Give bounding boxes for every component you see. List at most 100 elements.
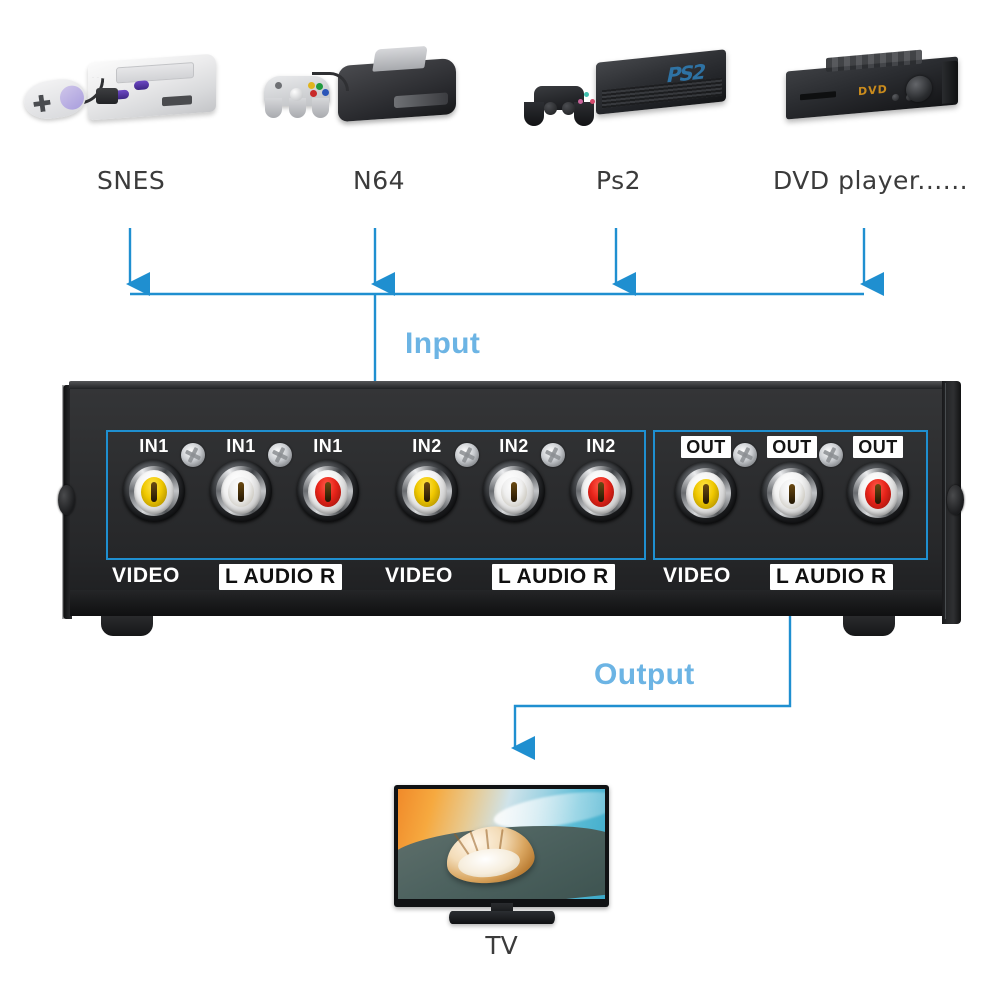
- box-foot-left: [101, 616, 153, 636]
- snes-dpad-icon: [32, 94, 51, 113]
- rca-jack-red[interactable]: [570, 460, 632, 522]
- rca-jack-red[interactable]: [847, 462, 909, 524]
- faceplate-screw-6: [819, 443, 843, 467]
- ps2-console-body: PS2: [596, 49, 726, 115]
- box-top-lip: [69, 381, 955, 390]
- dvd-logo-icon: DVD: [858, 82, 888, 99]
- n64-cartridge: [372, 45, 428, 72]
- snes-console-body: [88, 53, 216, 121]
- ps2-stick-left: [544, 102, 557, 115]
- tv-bezel: [394, 785, 609, 907]
- ps2-grip-right: [574, 102, 594, 126]
- port-tag: IN1: [226, 436, 256, 456]
- rca-center-pin: [238, 482, 244, 502]
- port-out-video[interactable]: OUT: [667, 436, 745, 524]
- dvd-disc-tray: [800, 91, 836, 101]
- snes-button-2: [134, 80, 149, 91]
- dvd-button-1: [892, 93, 899, 102]
- rca-jack-white[interactable]: [210, 460, 272, 522]
- rca-jack-yellow[interactable]: [123, 460, 185, 522]
- n64-dpad-icon: [275, 82, 282, 89]
- dvd-jog-knob: [906, 74, 932, 104]
- rca-center-pin: [875, 484, 881, 504]
- rca-jack-white[interactable]: [483, 460, 545, 522]
- port-in2-audio-r[interactable]: IN2: [562, 436, 640, 522]
- ps2-vent-grille: [602, 77, 722, 109]
- rca-jack-white[interactable]: [761, 462, 823, 524]
- tv-stand-base: [449, 911, 555, 924]
- n64-b-button: [322, 89, 329, 96]
- ps2-triangle-button: [584, 92, 589, 97]
- n64-controller-ports: [394, 92, 448, 109]
- rca-jack-red[interactable]: [297, 460, 359, 522]
- rca-jack-yellow[interactable]: [396, 460, 458, 522]
- faceplate-screw-5: [733, 443, 757, 467]
- output-flow-label: Output: [594, 658, 695, 691]
- snes-controller: [21, 75, 89, 123]
- tv-label: TV: [485, 931, 518, 960]
- ps2-grip-left: [524, 102, 544, 126]
- rca-center-pin: [511, 482, 517, 502]
- rca-center-pin: [151, 482, 157, 502]
- snes-av-port: [162, 95, 192, 107]
- legend-audio-out: L AUDIO R: [770, 564, 893, 590]
- n64-a-button: [310, 90, 317, 97]
- output-group-outline: [653, 430, 928, 560]
- legend-audio-in1: L AUDIO R: [219, 564, 342, 590]
- input-group-outline: [106, 430, 646, 560]
- n64-console-body: [338, 45, 456, 123]
- dvd-top-vents: [826, 49, 922, 73]
- source-device-dvd: DVD: [750, 20, 1000, 160]
- legend-audio-in2: L AUDIO R: [492, 564, 615, 590]
- rca-center-pin: [424, 482, 430, 502]
- box-left-mount-stud: [58, 485, 75, 515]
- faceplate-screw-2: [268, 443, 292, 467]
- legend-video-in1: VIDEO: [112, 564, 180, 587]
- port-tag: IN2: [586, 436, 616, 456]
- port-tag: IN2: [499, 436, 529, 456]
- faceplate-screw-1: [181, 443, 205, 467]
- source-label-dvd: DVD player......: [773, 166, 969, 195]
- port-tag: OUT: [767, 436, 817, 458]
- legend-video-out: VIDEO: [663, 564, 731, 587]
- legend-video-in2: VIDEO: [385, 564, 453, 587]
- ps2-controller: [522, 86, 596, 126]
- rca-center-pin: [325, 482, 331, 502]
- source-device-snes: [0, 20, 250, 160]
- n64-c-button-green: [316, 83, 323, 90]
- box-foot-right: [843, 616, 895, 636]
- box-right-mount-stud: [947, 485, 964, 515]
- rca-jack-yellow[interactable]: [675, 462, 737, 524]
- rca-center-pin: [703, 484, 709, 504]
- n64-controller: [264, 76, 330, 118]
- av-switch-box: IN1 IN1 IN1 IN2: [58, 381, 964, 636]
- port-out-audio-r[interactable]: OUT: [839, 436, 917, 524]
- port-in2-video[interactable]: IN2: [388, 436, 466, 522]
- port-tag: IN1: [313, 436, 343, 456]
- n64-c-button-yellow: [308, 82, 315, 89]
- port-tag: IN2: [412, 436, 442, 456]
- ps2-square-button: [578, 99, 583, 104]
- port-tag: OUT: [681, 436, 731, 458]
- rca-center-pin: [598, 482, 604, 502]
- n64-grip-left: [265, 98, 282, 118]
- port-in2-audio-l[interactable]: IN2: [475, 436, 553, 522]
- port-out-audio-l[interactable]: OUT: [753, 436, 831, 524]
- port-in1-video[interactable]: IN1: [115, 436, 193, 522]
- source-device-ps2: PS2: [500, 20, 750, 160]
- dvd-right-panel: [942, 60, 958, 104]
- input-flow-label: Input: [405, 327, 481, 360]
- faceplate-screw-3: [455, 443, 479, 467]
- port-in1-audio-l[interactable]: IN1: [202, 436, 280, 522]
- source-label-snes: SNES: [97, 166, 166, 195]
- n64-analog-stick: [290, 88, 303, 101]
- snes-cartridge-slot: [116, 62, 194, 84]
- source-label-n64: N64: [353, 166, 406, 195]
- dvd-player-body: DVD: [786, 49, 958, 120]
- port-tag: OUT: [853, 436, 903, 458]
- faceplate-screw-4: [541, 443, 565, 467]
- ps2-circle-button: [590, 99, 595, 104]
- source-label-ps2: Ps2: [596, 166, 642, 195]
- port-in1-audio-r[interactable]: IN1: [289, 436, 367, 522]
